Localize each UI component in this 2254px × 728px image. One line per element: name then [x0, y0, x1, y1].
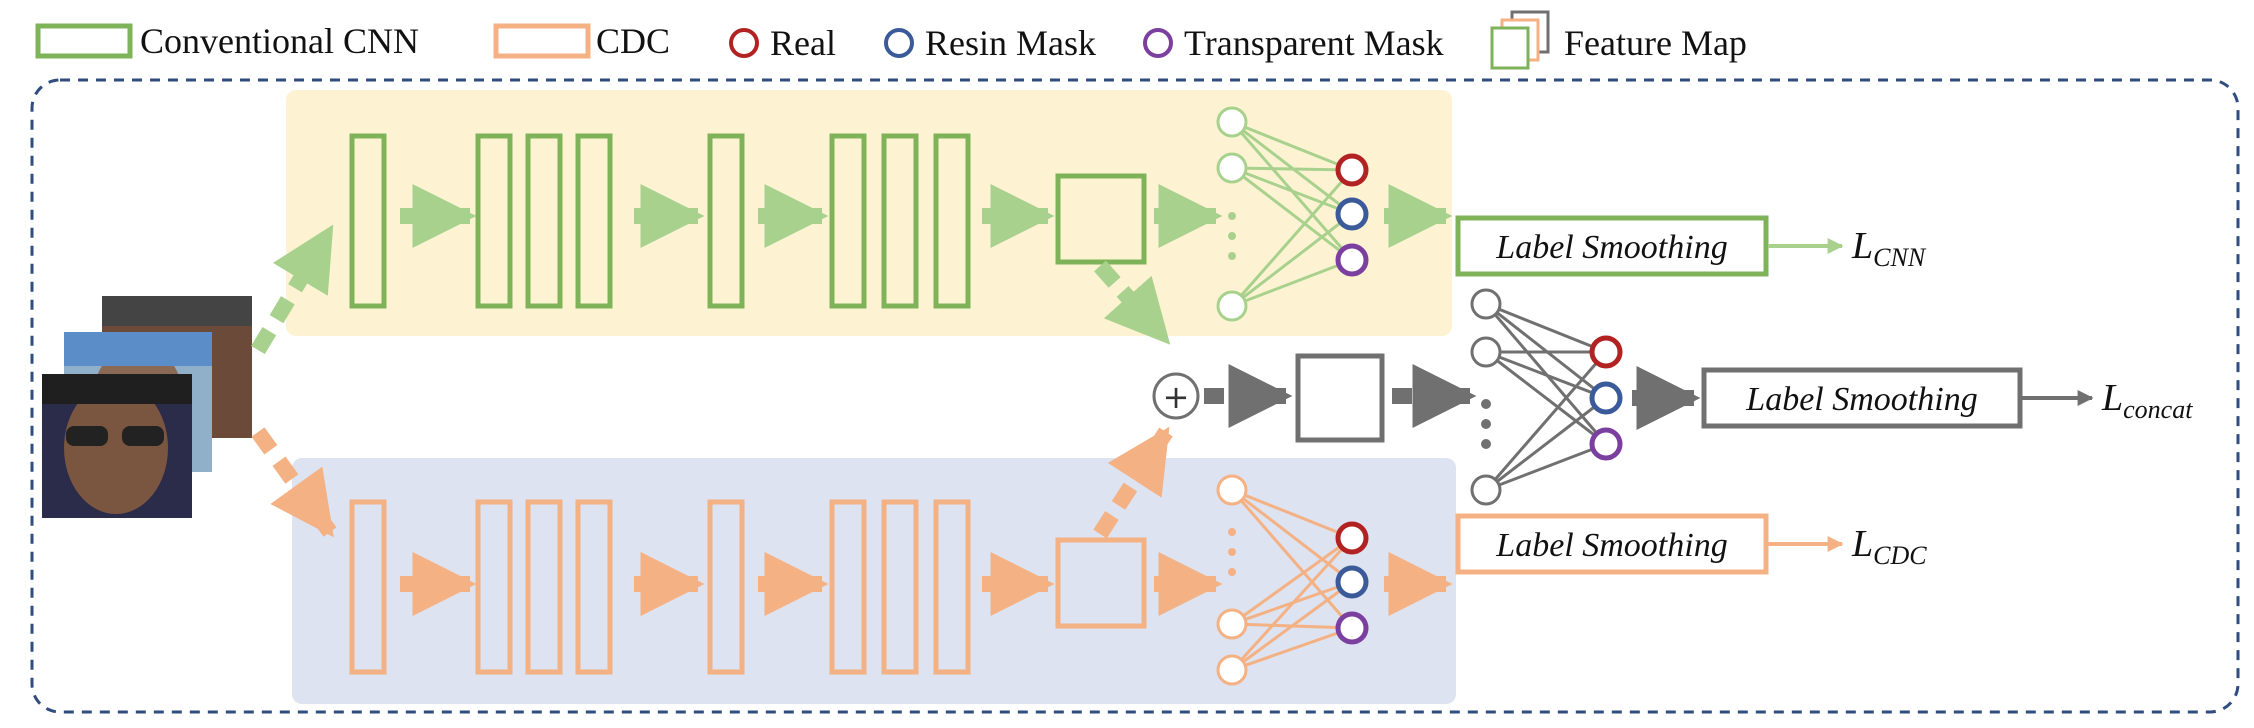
legend-cnn-swatch — [35, 23, 133, 59]
cnn-label-smoothing-box — [1455, 215, 1769, 277]
fusion-add-symbol: + — [1163, 378, 1190, 416]
cnn-layer — [933, 133, 971, 309]
legend-transparent-icon — [1143, 28, 1173, 58]
concat-label-smoothing-text: Label Smoothing — [1745, 381, 1977, 418]
cnn-to-fusion-arrow — [1094, 260, 1172, 346]
legend-cnn-label: Conventional CNN — [140, 21, 419, 61]
feature-map-icon — [1490, 10, 1550, 70]
legend: Conventional CNN CDC Real Resin Mask Tra… — [35, 10, 1747, 70]
cdc-layer — [575, 499, 613, 675]
real-output-icon — [1335, 153, 1369, 187]
fusion-add-icon — [1152, 372, 1200, 420]
cnn-layer — [881, 133, 919, 309]
legend-cdc-swatch — [493, 23, 591, 59]
cnn-layer — [349, 133, 387, 309]
cnn-feature-block — [1055, 173, 1147, 265]
real-output-icon — [1589, 335, 1623, 369]
cdc-branch: Label Smoothing LCDC — [349, 474, 1927, 686]
cdc-layer — [475, 499, 513, 675]
resin-output-icon — [1335, 197, 1369, 231]
cdc-layer — [525, 499, 563, 675]
cnn-layer — [575, 133, 613, 309]
transparent-output-icon — [1589, 427, 1623, 461]
legend-real-icon — [729, 28, 759, 58]
transparent-output-icon — [1335, 243, 1369, 277]
legend-resin-label: Resin Mask — [925, 23, 1096, 63]
concat-feature-block — [1295, 353, 1385, 443]
cdc-layer — [349, 499, 387, 675]
concat-loss-label: Lconcat — [2101, 377, 2193, 424]
resin-output-icon — [1335, 565, 1369, 599]
cnn-fc-network — [1230, 120, 1354, 308]
resin-output-icon — [1589, 381, 1623, 415]
cnn-layer — [475, 133, 513, 309]
concat-label-smoothing-box — [1701, 367, 2023, 429]
cdc-label-smoothing-box — [1455, 513, 1769, 575]
cnn-layer — [525, 133, 563, 309]
real-output-icon — [1335, 521, 1369, 555]
input-to-cnn-arrow — [251, 224, 337, 355]
cdc-layer — [829, 499, 867, 675]
cdc-layer — [881, 499, 919, 675]
cdc-loss-label: LCDC — [1851, 523, 1927, 570]
cnn-layer — [707, 133, 745, 309]
cnn-layer — [829, 133, 867, 309]
cdc-branch-panel — [292, 458, 1456, 704]
cdc-fc-network — [1230, 488, 1354, 672]
cdc-layer — [933, 499, 971, 675]
concat-fc-network — [1484, 302, 1608, 492]
legend-real-label: Real — [770, 23, 836, 63]
cdc-feature-block — [1055, 537, 1147, 629]
input-to-cdc-arrow — [251, 427, 337, 538]
cdc-layer — [707, 499, 745, 675]
legend-resin-icon — [884, 28, 914, 58]
cdc-label-smoothing-text: Label Smoothing — [1495, 527, 1727, 564]
cnn-branch: Label Smoothing LCNN — [349, 106, 1927, 322]
cnn-label-smoothing-text: Label Smoothing — [1495, 229, 1727, 266]
transparent-output-icon — [1335, 611, 1369, 645]
outer-frame — [30, 78, 2240, 714]
legend-transparent-label: Transparent Mask — [1184, 23, 1444, 63]
legend-feature-label: Feature Map — [1564, 23, 1747, 63]
cnn-loss-label: LCNN — [1851, 225, 1927, 272]
legend-cdc-label: CDC — [596, 21, 670, 61]
cdc-to-fusion-arrow — [1093, 426, 1173, 539]
face-images-stack-icon — [42, 296, 252, 518]
concat-branch: + Label Smoothing Lconcat — [1152, 288, 2193, 506]
